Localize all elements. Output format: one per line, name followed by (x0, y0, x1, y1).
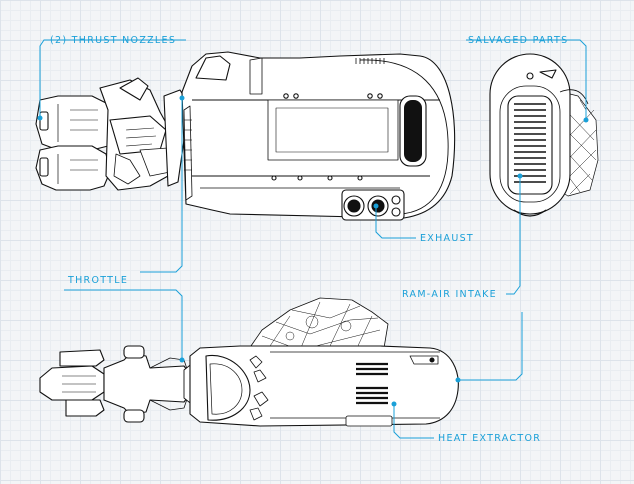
label-throttle: THROTTLE (68, 275, 129, 286)
callout-line-exhaust (375, 206, 416, 239)
front-view (489, 53, 599, 217)
callout-lines (37, 39, 589, 439)
label-ram-air-intake: RAM-AIR INTAKE (402, 289, 497, 300)
callout-line-salvaged-parts (466, 39, 587, 118)
label-heat-extractor: HEAT EXTRACTOR (438, 433, 542, 444)
thrust-nozzles-drawing (35, 77, 187, 191)
engine-body-side (181, 51, 456, 219)
intake-grille (514, 103, 546, 183)
callout-line-ram-air-upper (506, 176, 521, 295)
label-thrust-nozzles: (2) THRUST NOZZLES (50, 35, 177, 46)
label-exhaust: EXHAUST (420, 233, 475, 244)
callout-line-throttle (140, 98, 183, 273)
engine-body-top (189, 345, 459, 427)
exhaust-ports (341, 189, 405, 221)
throttle-assembly (39, 345, 201, 423)
heat-extractor-vents (356, 362, 388, 405)
side-view (35, 51, 456, 221)
callout-line-ram-air-lower (458, 312, 523, 381)
callout-line-throttle-lower (64, 289, 183, 358)
label-salvaged-parts: SALVAGED PARTS (468, 35, 569, 46)
top-view (39, 297, 459, 427)
callout-line-heat-extractor (393, 404, 434, 439)
callout-line-thrust-nozzles (39, 39, 186, 116)
